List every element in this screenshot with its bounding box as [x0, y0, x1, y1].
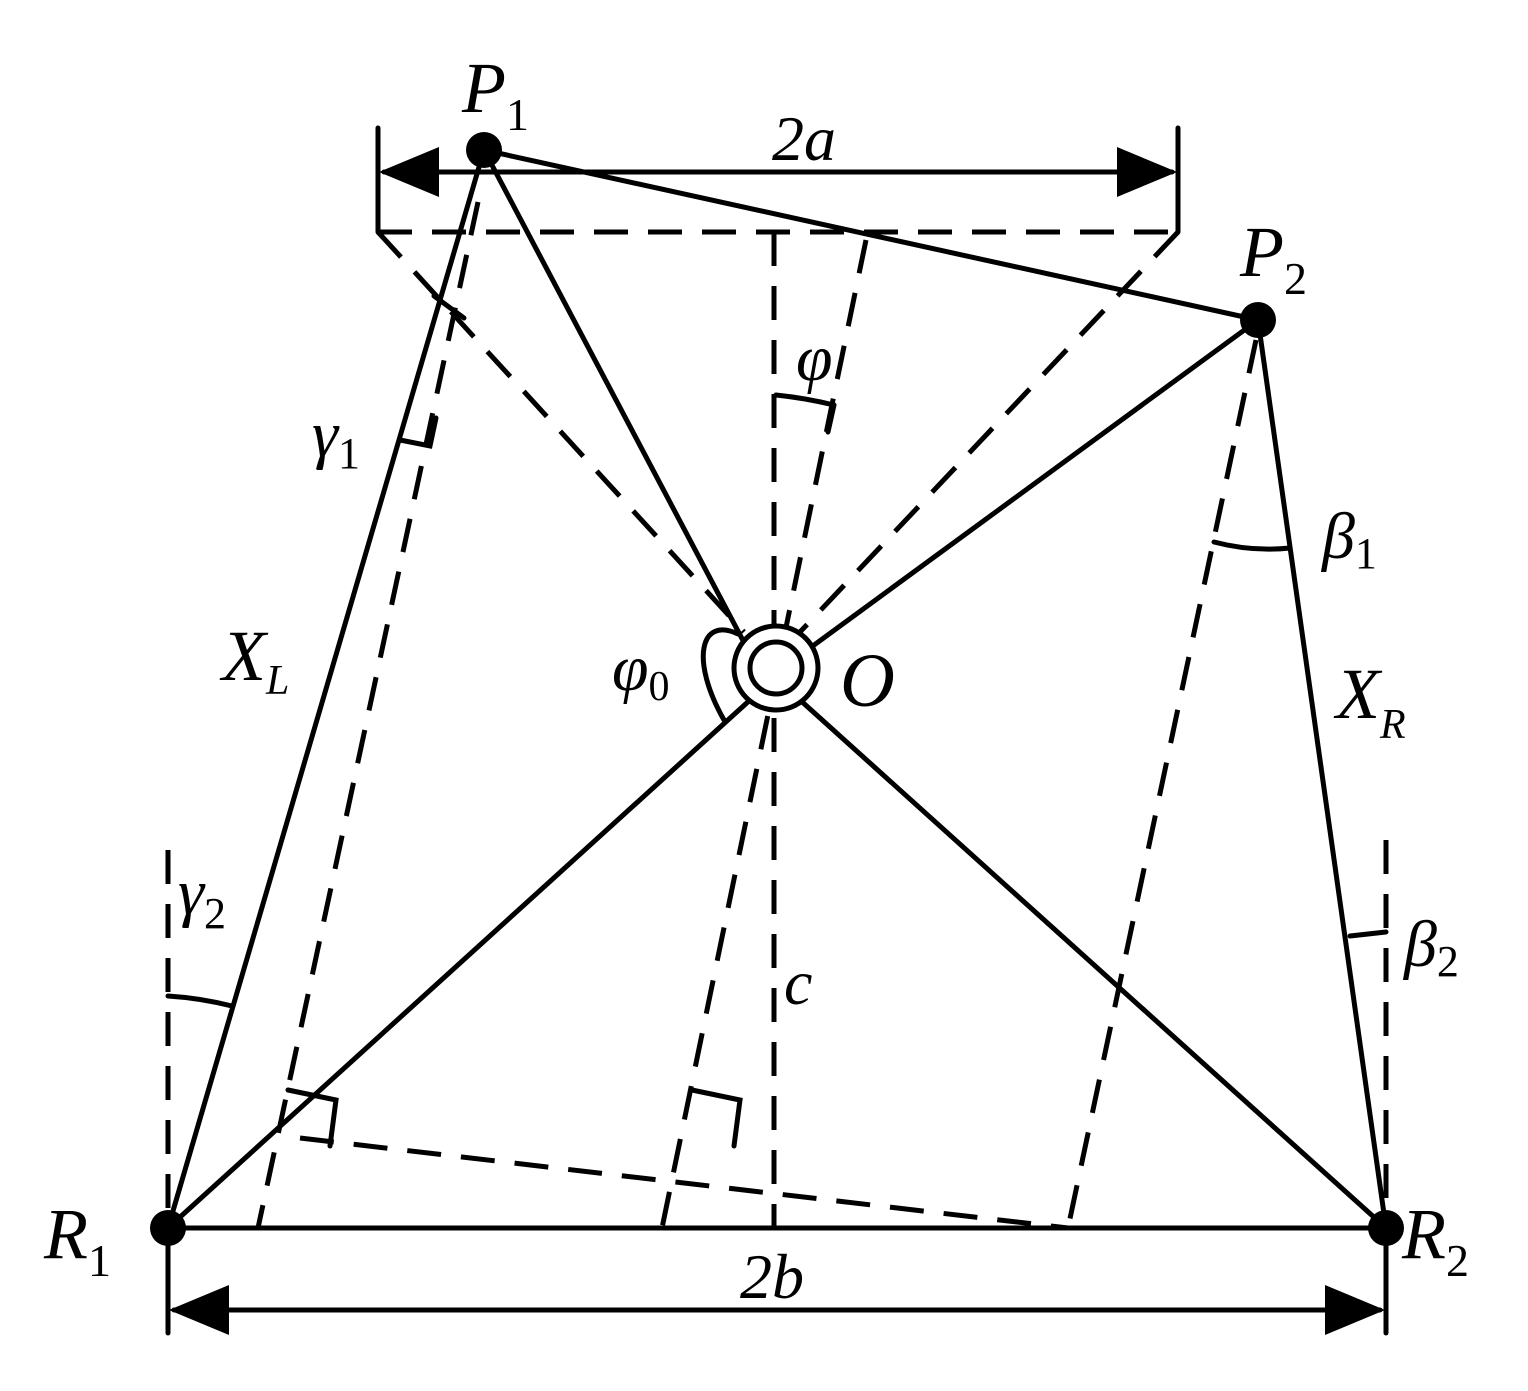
- right-angle-markers: [285, 293, 743, 1149]
- label-2b: 2b: [740, 1241, 804, 1312]
- label-o: O: [840, 639, 895, 723]
- label-beta2: β2: [1402, 908, 1459, 986]
- pivot-o: [731, 623, 821, 713]
- joint-p2: [1240, 302, 1276, 338]
- label-gamma2: γ2: [178, 856, 226, 938]
- joint-r2: [1368, 1210, 1404, 1246]
- label-c: c: [784, 947, 812, 1018]
- angle-arcs: [165, 392, 1389, 1009]
- joint-p1: [466, 132, 502, 168]
- label-gamma1: γ1: [312, 398, 360, 478]
- labels: P1 P2 R1 R2 O 2a 2b c φ φ0 γ1 γ2 β1 β2 X…: [43, 48, 1469, 1312]
- label-xl: XL: [219, 616, 289, 704]
- dashed-reference-lines: [165, 201, 1389, 1231]
- label-phi0: φ0: [612, 632, 670, 710]
- label-p2: P2: [1239, 212, 1307, 304]
- joints: [150, 132, 1404, 1246]
- joint-r1: [150, 1210, 186, 1246]
- label-r2: R2: [1401, 1194, 1469, 1286]
- label-xr: XR: [1333, 654, 1406, 748]
- solid-links: [165, 147, 1389, 1231]
- label-p1: P1: [461, 48, 529, 140]
- label-phi: φ: [796, 322, 833, 395]
- label-r1: R1: [43, 1194, 111, 1286]
- label-beta1: β1: [1320, 500, 1377, 578]
- label-2a: 2a: [772, 103, 836, 174]
- dimension-2a: [375, 125, 1181, 235]
